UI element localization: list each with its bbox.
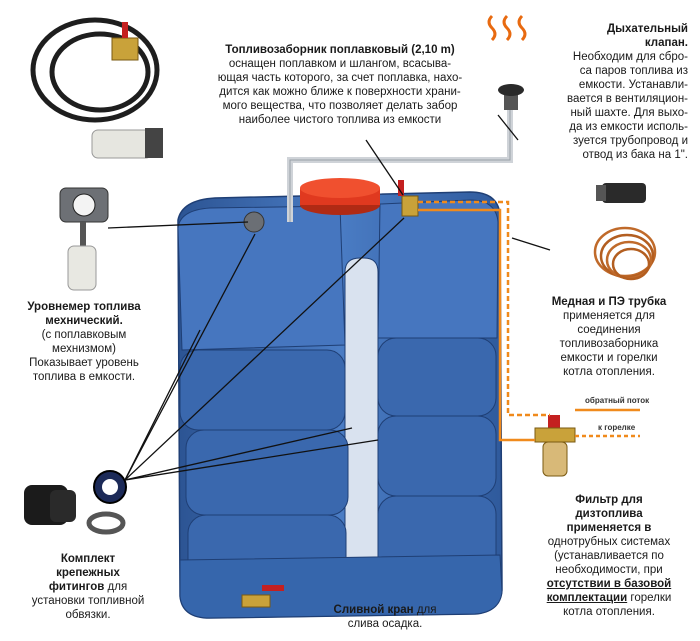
leader-lines — [107, 114, 551, 481]
fittings-title: Комплект — [60, 553, 116, 565]
fuel-filter-icon — [534, 415, 576, 477]
filter-tail: горелки — [630, 592, 672, 604]
drain-tail: для — [416, 604, 437, 616]
fittings-line: установки топливной — [31, 595, 145, 607]
breather-line: зуется трубопровод и — [573, 135, 688, 147]
filter-line: необходимости, при — [555, 564, 663, 576]
fittings-title: фитингов — [48, 581, 105, 593]
level-gauge-line: (с поплавковым — [41, 329, 127, 341]
intake-fitting-icon — [401, 195, 419, 217]
breather-label: Дыхательный клапан. Необходим для сбро- … — [548, 22, 688, 162]
fuel-flow-lines — [418, 200, 640, 442]
drain-line: слива осадка. — [347, 618, 423, 630]
breather-line: са паров топлива из — [579, 65, 688, 77]
level-gauge-title: мехнический. — [45, 315, 123, 327]
to-burner-label: к горелке — [598, 423, 636, 432]
breather-line: Необходим для сбро- — [572, 51, 688, 63]
fittings-tail: для — [107, 581, 128, 593]
level-gauge-line: Показывает уровень — [29, 357, 139, 369]
filter-title: применяется в — [566, 522, 652, 534]
float-intake-hose-icon — [30, 17, 163, 159]
breather-line: отвод из бака на 1". — [582, 149, 688, 161]
float-intake-line: ющая часть которого, за счет поплавка, н… — [217, 72, 463, 84]
float-intake-line: мого вещества, что позволяет делать забо… — [222, 100, 458, 112]
float-intake-line: наиболее чистого топлива из емкости — [238, 114, 442, 126]
filter-underline: отсутствии в базовой — [546, 578, 672, 590]
copper-pipe-line: соединения — [577, 324, 641, 336]
tank-lid-icon — [300, 178, 380, 215]
filter-underline: комплектации — [546, 592, 628, 604]
drain-label: Сливной кран для слива осадка. — [305, 603, 465, 631]
return-flow-label: обратный поток — [585, 396, 650, 405]
connector-fitting-icon — [596, 183, 646, 203]
copper-pipe-line: котла отопления. — [563, 366, 655, 378]
copper-pipe-line: применяется для — [563, 310, 655, 322]
copper-pipe-line: топливозаборника — [559, 338, 659, 350]
copper-pipe-title: Медная и ПЭ трубка — [551, 296, 667, 308]
breather-line: вается в вентиляцион- — [567, 93, 688, 105]
float-intake-line: дится как можно ближе к поверхности хран… — [219, 86, 461, 98]
fittings-kit-icon — [24, 470, 127, 535]
level-gauge-label: Уровнемер топлива мехнический. (с поплав… — [8, 300, 160, 384]
filter-title: дизтоплива — [575, 508, 643, 520]
drain-title: Сливной кран — [333, 604, 414, 616]
copper-pipe-label: Медная и ПЭ трубка применяется для соеди… — [534, 295, 684, 379]
filter-last: котла отопления. — [563, 606, 655, 618]
level-gauge-line: топлива в емкости. — [32, 371, 136, 383]
float-intake-label: Топливозаборник поплавковый (2,10 m) осн… — [175, 43, 505, 127]
breather-line: емкости. Устанавли- — [578, 79, 688, 91]
filter-label: Фильтр для дизтоплива применяется в одно… — [528, 493, 690, 619]
mechanical-gauge-icon — [59, 187, 109, 291]
fittings-line: обвязки. — [65, 609, 111, 621]
drain-valve-icon — [241, 585, 284, 608]
level-gauge-line: мехнизмом) — [52, 343, 116, 355]
tank — [177, 191, 503, 619]
breather-title: Дыхательный — [606, 23, 688, 35]
filter-line: (устанавливается по — [554, 550, 664, 562]
breather-valve-icon — [487, 14, 527, 110]
fittings-title: крепежных — [56, 567, 120, 579]
level-gauge-title: Уровнемер топлива — [27, 301, 141, 313]
copper-pipe-icon — [593, 226, 657, 281]
copper-pipe-line: емкости и горелки — [560, 352, 658, 364]
float-intake-line: оснащен поплавком и шлангом, всасыва- — [228, 58, 452, 70]
breather-line: да из емкости исполь- — [569, 121, 688, 133]
filter-line: однотрубных системах — [547, 536, 671, 548]
float-intake-title: Топливозаборник поплавковый (2,10 m) — [225, 44, 455, 56]
fittings-label: Комплект крепежных фитингов для установк… — [8, 552, 168, 622]
breather-title: клапан. — [644, 37, 688, 49]
filter-title: Фильтр для — [575, 494, 643, 506]
breather-line: ный шахте. Для выхо- — [570, 107, 688, 119]
